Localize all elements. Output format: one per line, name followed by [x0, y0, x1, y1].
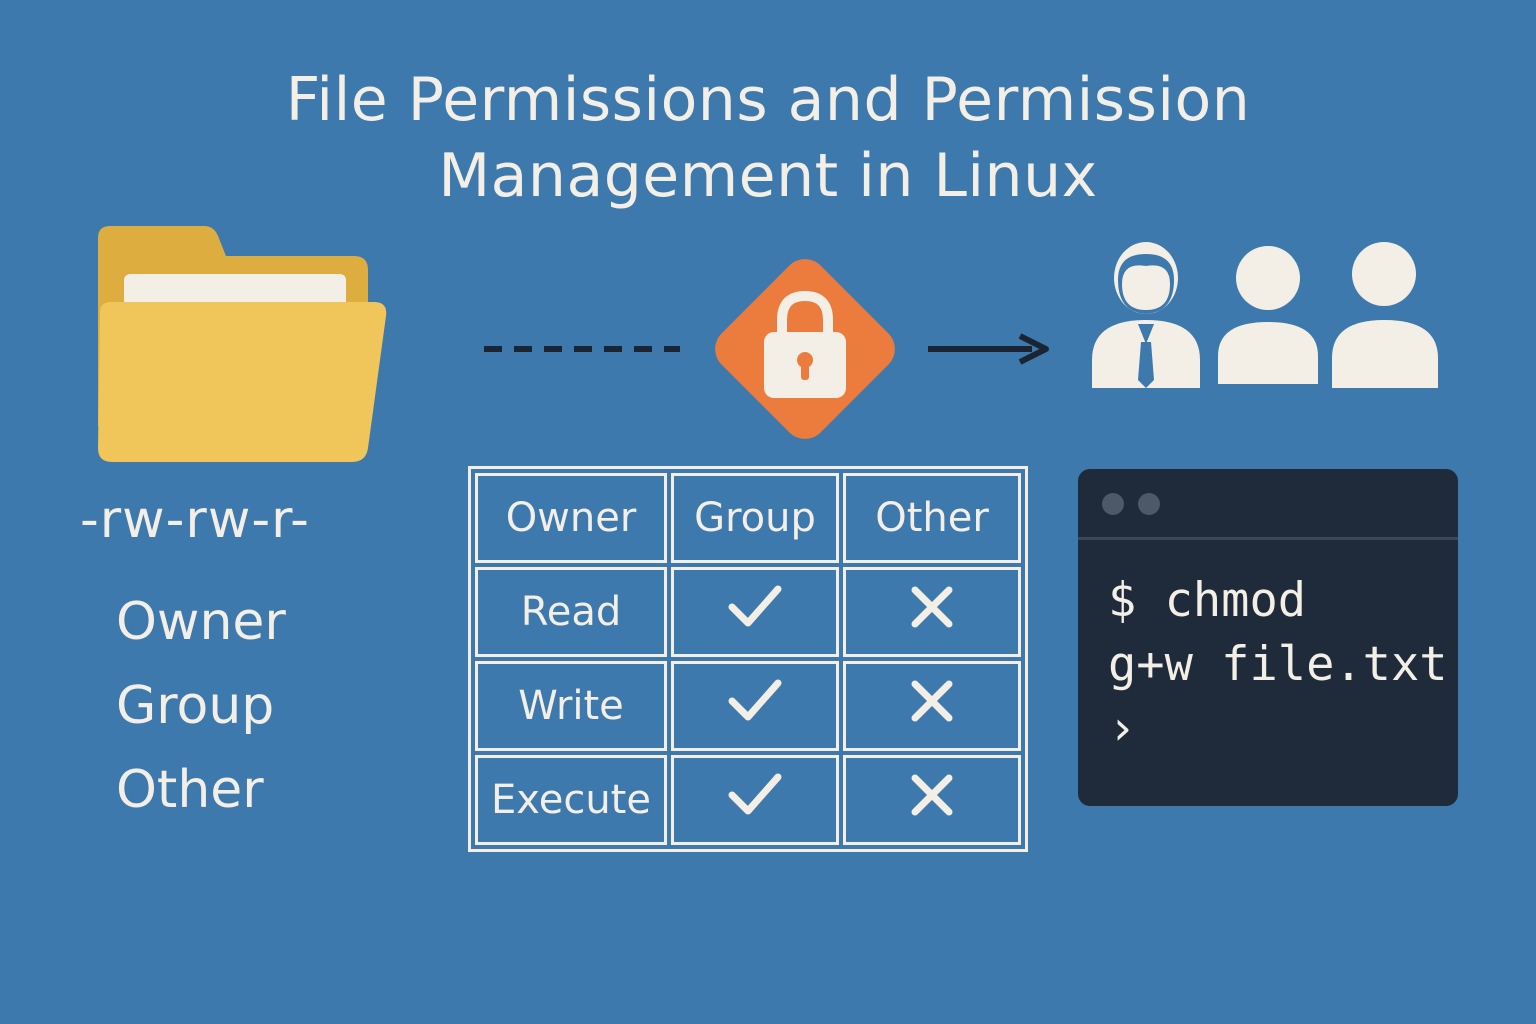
user-icon: [1332, 242, 1438, 388]
read-group-cell: [671, 567, 839, 657]
header-other: Other: [843, 473, 1021, 563]
check-icon: [728, 773, 782, 815]
write-group-cell: [671, 661, 839, 751]
check-icon: [728, 585, 782, 627]
check-icon: [728, 679, 782, 721]
terminal-window: $ chmod g+w file.txt ›: [1078, 469, 1458, 806]
legend-owner: Owner: [116, 592, 286, 652]
permission-legend: Owner Group Other: [116, 580, 286, 832]
access-flow-connector: [484, 259, 1049, 439]
legend-group: Group: [116, 676, 275, 736]
lock-icon: [715, 259, 895, 439]
table-row: Write: [475, 661, 1021, 751]
user-with-tie-icon: [1092, 242, 1200, 388]
row-label-read: Read: [475, 567, 667, 657]
window-dot-icon: [1102, 493, 1124, 515]
terminal-command-line-2: g+w file.txt: [1108, 637, 1448, 692]
cross-icon: [911, 586, 953, 628]
window-dot-icon: [1138, 493, 1160, 515]
read-other-cell: [843, 567, 1021, 657]
users-icon: [1092, 242, 1438, 388]
terminal-prompt: ›: [1108, 701, 1137, 756]
page-title: File Permissions and Permission Manageme…: [0, 62, 1536, 214]
user-icon: [1218, 246, 1318, 384]
table-header-row: Owner Group Other: [475, 473, 1021, 563]
legend-other: Other: [116, 760, 264, 820]
row-label-write: Write: [475, 661, 667, 751]
header-group: Group: [671, 473, 839, 563]
folder-icon: [98, 226, 387, 462]
row-label-execute: Execute: [475, 755, 667, 845]
permission-string: -rw-rw-r-: [80, 490, 310, 550]
cross-icon: [911, 774, 953, 816]
table-row: Read: [475, 567, 1021, 657]
execute-group-cell: [671, 755, 839, 845]
arrow-icon: [928, 333, 1049, 365]
terminal-output: $ chmod g+w file.txt ›: [1108, 569, 1448, 761]
header-owner: Owner: [475, 473, 667, 563]
cross-icon: [911, 680, 953, 722]
execute-other-cell: [843, 755, 1021, 845]
terminal-command-line-1: $ chmod: [1108, 573, 1307, 628]
title-line-2: Management in Linux: [438, 141, 1098, 211]
permission-table: Owner Group Other Read Write Execute: [468, 466, 1028, 852]
write-other-cell: [843, 661, 1021, 751]
terminal-title-bar: [1078, 469, 1458, 540]
table-row: Execute: [475, 755, 1021, 845]
title-line-1: File Permissions and Permission: [285, 65, 1251, 135]
